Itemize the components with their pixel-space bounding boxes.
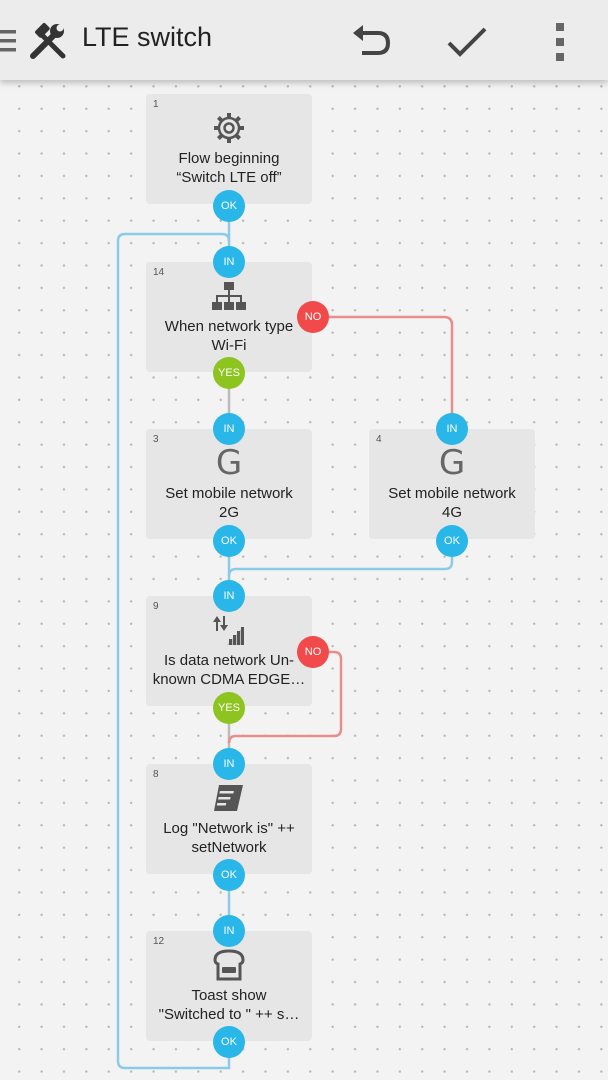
block-number: 9 xyxy=(153,601,159,612)
port-in[interactable]: IN xyxy=(213,413,245,445)
block-number: 12 xyxy=(153,936,165,947)
block-flow-beginning[interactable]: 1 Flow beginning“Switch LTE off” xyxy=(146,94,312,204)
wire-loop-back xyxy=(116,232,231,1070)
block-number: 3 xyxy=(153,434,159,445)
wire-9-no-to-8 xyxy=(227,650,343,744)
port-in[interactable]: IN xyxy=(213,580,245,612)
toast-icon xyxy=(146,945,312,985)
g-letter-icon: G xyxy=(438,443,466,483)
port-in[interactable]: IN xyxy=(213,748,245,780)
overflow-menu-icon[interactable] xyxy=(550,20,570,64)
network-tree-icon xyxy=(146,276,312,316)
port-ok[interactable]: OK xyxy=(213,190,245,222)
block-number: 4 xyxy=(376,434,382,445)
port-in[interactable]: IN xyxy=(436,413,468,445)
port-no[interactable]: NO xyxy=(297,301,329,333)
port-in[interactable]: IN xyxy=(213,915,245,947)
log-scroll-icon xyxy=(146,778,312,818)
block-label: Toast show"Switched to " ++ s… xyxy=(158,987,300,1023)
port-in[interactable]: IN xyxy=(213,246,245,278)
port-ok[interactable]: OK xyxy=(213,1026,245,1058)
port-ok[interactable]: OK xyxy=(436,525,468,557)
block-label: Is data network Un-known CDMA EDGE… xyxy=(152,652,306,688)
gear-icon xyxy=(146,108,312,148)
block-label: Log "Network is" ++setNetwork xyxy=(163,820,295,856)
data-signal-icon xyxy=(146,610,312,650)
block-number: 8 xyxy=(153,769,159,780)
tools-icon xyxy=(27,22,69,62)
port-ok[interactable]: OK xyxy=(213,525,245,557)
wire-14-no-to-4 xyxy=(328,315,454,416)
block-log[interactable]: 8 Log "Network is" ++setNetwork xyxy=(146,764,312,874)
menu-icon[interactable] xyxy=(0,26,18,56)
port-no[interactable]: NO xyxy=(297,636,329,668)
g-letter-icon: G xyxy=(215,443,243,483)
wire-4-to-9 xyxy=(227,555,454,577)
app-toolbar: LTE switch xyxy=(0,0,608,80)
port-ok[interactable]: OK xyxy=(213,859,245,891)
block-is-data-network[interactable]: 9 Is data network Un-known CDMA EDGE… xyxy=(146,596,312,706)
port-yes[interactable]: YES xyxy=(213,357,245,389)
block-number: 1 xyxy=(153,99,159,110)
block-number: 14 xyxy=(153,267,165,278)
undo-icon[interactable] xyxy=(350,22,394,62)
block-toast-show[interactable]: 12 Toast show"Switched to " ++ s… xyxy=(146,931,312,1041)
page-title: LTE switch xyxy=(82,22,213,52)
port-yes[interactable]: YES xyxy=(213,692,245,724)
block-label: Flow beginning“Switch LTE off” xyxy=(176,150,282,186)
check-icon[interactable] xyxy=(444,22,490,62)
